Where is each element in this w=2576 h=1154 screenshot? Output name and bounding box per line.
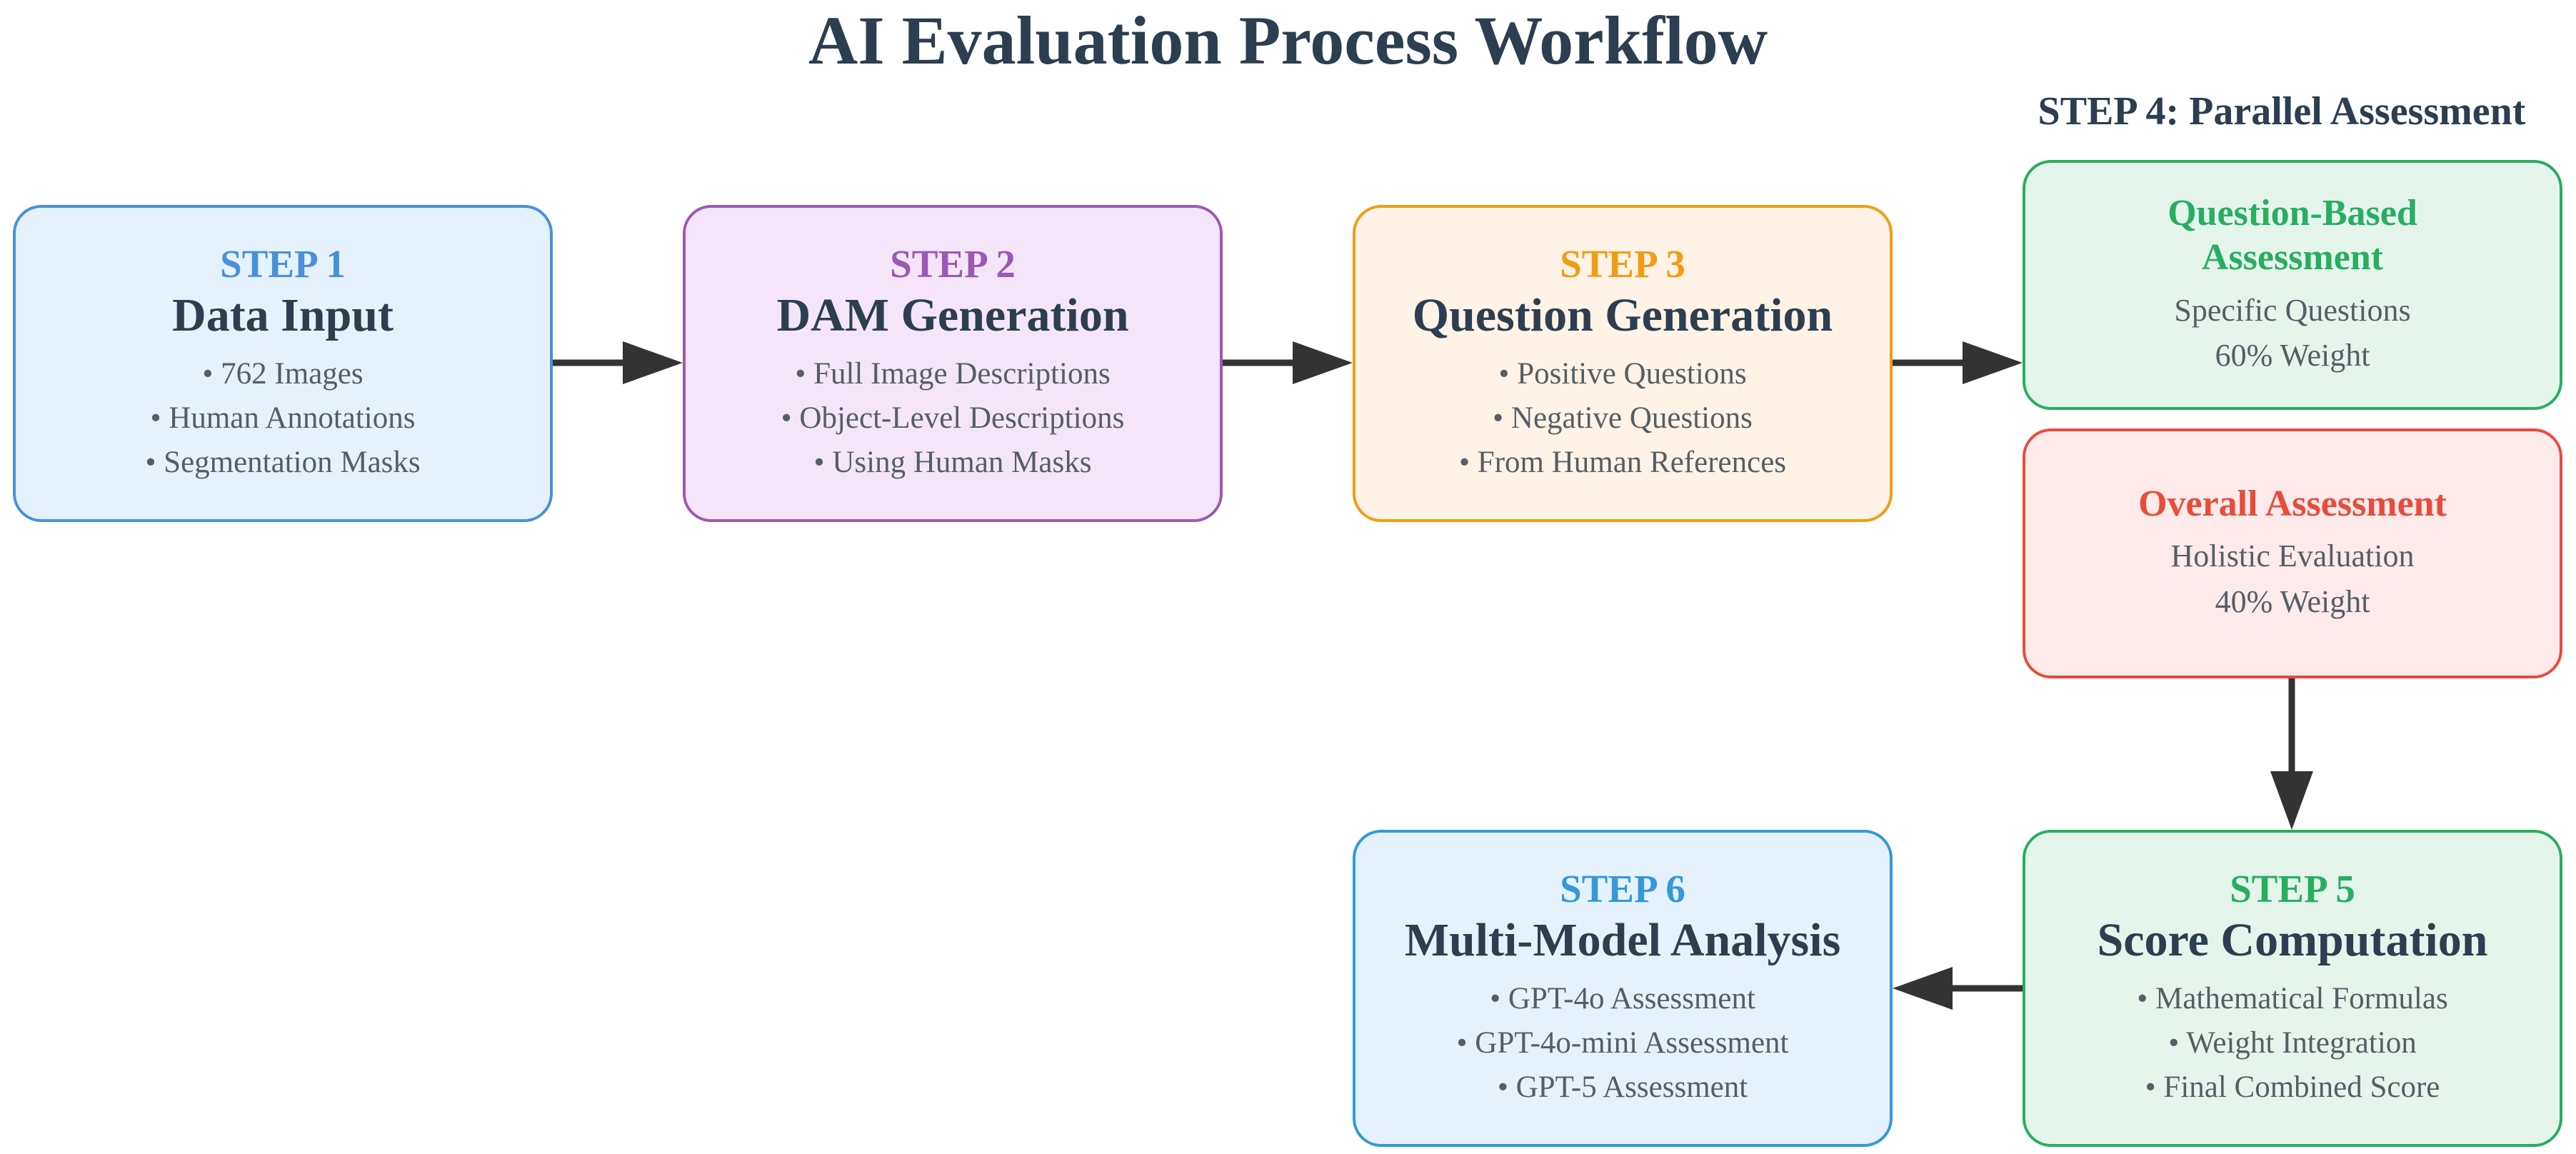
step-bullet: • Object-Level Descriptions	[781, 401, 1125, 436]
arrow-step2-to-step3	[1223, 341, 1353, 384]
diagram-title: AI Evaluation Process Workflow	[808, 2, 1768, 79]
step-label: STEP 1	[220, 242, 346, 286]
step-2-box: STEP 2 DAM Generation • Full Image Descr…	[683, 205, 1223, 522]
step-bullet: • From Human References	[1458, 446, 1787, 480]
assessment-weight: 60% Weight	[2215, 338, 2370, 373]
step-bullet: • Positive Questions	[1498, 356, 1747, 391]
step-title: Multi-Model Analysis	[1404, 913, 1841, 966]
step-bullet: • GPT-4o Assessment	[1490, 981, 1755, 1015]
step-label: STEP 3	[1560, 242, 1685, 286]
step-bullet: • 762 Images	[202, 356, 364, 391]
step-3-box: STEP 3 Question Generation • Positive Qu…	[1353, 205, 1893, 522]
step-bullet: • Final Combined Score	[2145, 1070, 2440, 1105]
parallel-assessment-heading: STEP 4: Parallel Assessment	[2038, 89, 2526, 134]
step-title: DAM Generation	[776, 288, 1129, 341]
step-bullet: • GPT-4o-mini Assessment	[1456, 1026, 1789, 1060]
step-label: STEP 5	[2230, 867, 2355, 911]
step-label: STEP 6	[1560, 867, 1685, 911]
step-bullet: • GPT-5 Assessment	[1497, 1070, 1748, 1105]
step-bullet: • Full Image Descriptions	[795, 356, 1111, 391]
step-1-box: STEP 1 Data Input • 762 Images • Human A…	[13, 205, 553, 522]
assessment-line: Specific Questions	[2174, 292, 2411, 328]
overall-assessment-box: Overall Assessment Holistic Evaluation 4…	[2023, 428, 2562, 678]
arrow-step4-to-step5	[2270, 678, 2313, 830]
arrow-step5-to-step6	[1893, 967, 2023, 1010]
step-bullet: • Negative Questions	[1493, 401, 1753, 436]
assessment-weight: 40% Weight	[2215, 584, 2370, 620]
step-title: Score Computation	[2097, 913, 2488, 966]
step-bullet: • Human Annotations	[150, 401, 416, 436]
assessment-title: Overall Assessment	[2138, 483, 2447, 524]
step-bullet: • Using Human Masks	[813, 446, 1092, 480]
step-bullet: • Weight Integration	[2168, 1026, 2417, 1060]
assessment-title: Question-Based Assessment	[2167, 192, 2417, 279]
arrow-step1-to-step2	[553, 341, 683, 384]
step-title: Question Generation	[1412, 288, 1833, 341]
step-6-box: STEP 6 Multi-Model Analysis • GPT-4o Ass…	[1353, 830, 1893, 1147]
assessment-line: Holistic Evaluation	[2170, 538, 2415, 574]
step-title: Data Input	[172, 288, 394, 341]
arrow-step3-to-step4	[1893, 341, 2023, 384]
step-bullet: • Mathematical Formulas	[2137, 981, 2448, 1015]
step-5-box: STEP 5 Score Computation • Mathematical …	[2023, 830, 2562, 1147]
step-label: STEP 2	[890, 242, 1016, 286]
step-bullet: • Segmentation Masks	[145, 446, 421, 480]
question-based-assessment-box: Question-Based Assessment Specific Quest…	[2023, 160, 2562, 410]
